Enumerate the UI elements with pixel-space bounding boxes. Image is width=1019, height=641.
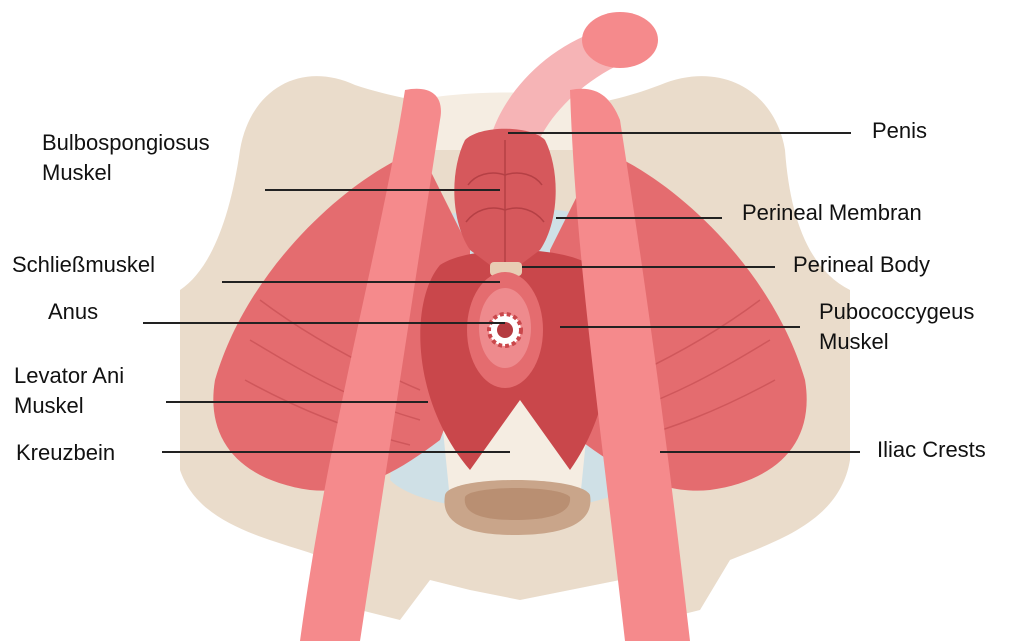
label-kreuzbein: Kreuzbein — [16, 438, 115, 468]
label-bulbospongiosus: Bulbospongiosus Muskel — [42, 128, 210, 188]
label-perineal-membran: Perineal Membran — [742, 198, 922, 228]
label-penis: Penis — [872, 116, 927, 146]
label-pubococcygeus: Pubococcygeus Muskel — [819, 297, 974, 357]
anus-center — [497, 322, 513, 338]
label-levator-ani: Levator Ani Muskel — [14, 361, 124, 421]
coccyx-inner — [465, 488, 570, 520]
label-perineal-body: Perineal Body — [793, 250, 930, 280]
label-iliac-crests: Iliac Crests — [877, 435, 986, 465]
label-schliessmuskel: Schließmuskel — [12, 250, 155, 280]
penis-tip — [582, 12, 658, 68]
label-anus: Anus — [48, 297, 98, 327]
